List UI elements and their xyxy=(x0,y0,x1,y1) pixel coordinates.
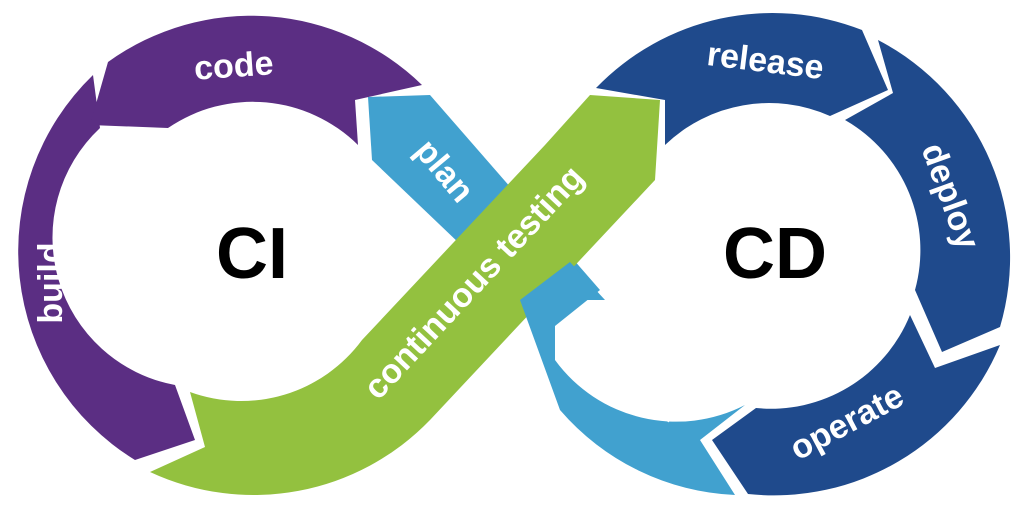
segment-operate xyxy=(712,315,1000,496)
segment-release xyxy=(596,13,888,145)
cd-hub-label: CD xyxy=(723,214,827,294)
code-label: code xyxy=(193,44,275,87)
segment-continuous-testing xyxy=(150,95,660,495)
segment-monitor xyxy=(520,262,745,495)
segment-code xyxy=(90,15,422,145)
segment-deploy xyxy=(845,40,1011,352)
build-label: build xyxy=(32,242,70,323)
ci-hub-label: CI xyxy=(216,214,288,294)
segment-build xyxy=(18,75,195,460)
